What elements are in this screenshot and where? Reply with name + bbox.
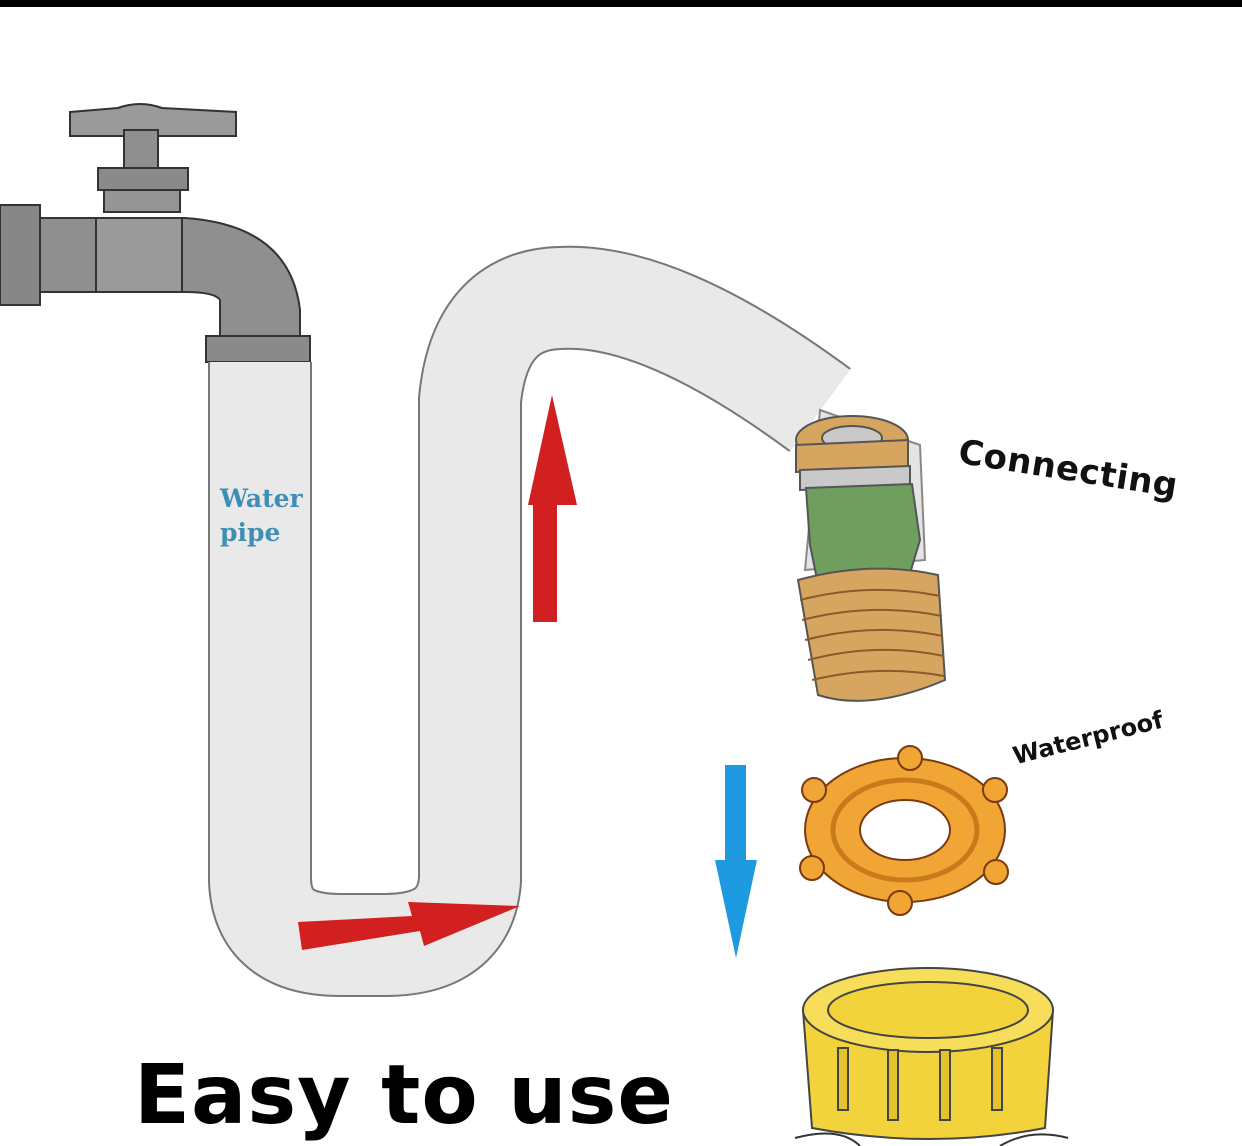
headline: Easy to use [134, 1048, 675, 1143]
water-pipe-label-line2: pipe [220, 518, 281, 547]
down-arrow-icon [715, 765, 757, 958]
water-pipe-label-line1: Water [220, 484, 303, 513]
connector-icon [795, 415, 947, 702]
gasket-icon [799, 745, 1009, 916]
top-border [0, 0, 1242, 7]
faucet-icon [0, 103, 311, 363]
flow-arrow-up-icon [528, 395, 577, 622]
water-pipe-label: Water pipe [220, 482, 303, 550]
flow-arrow-right-icon [298, 902, 520, 950]
cap-icon [794, 967, 1069, 1146]
